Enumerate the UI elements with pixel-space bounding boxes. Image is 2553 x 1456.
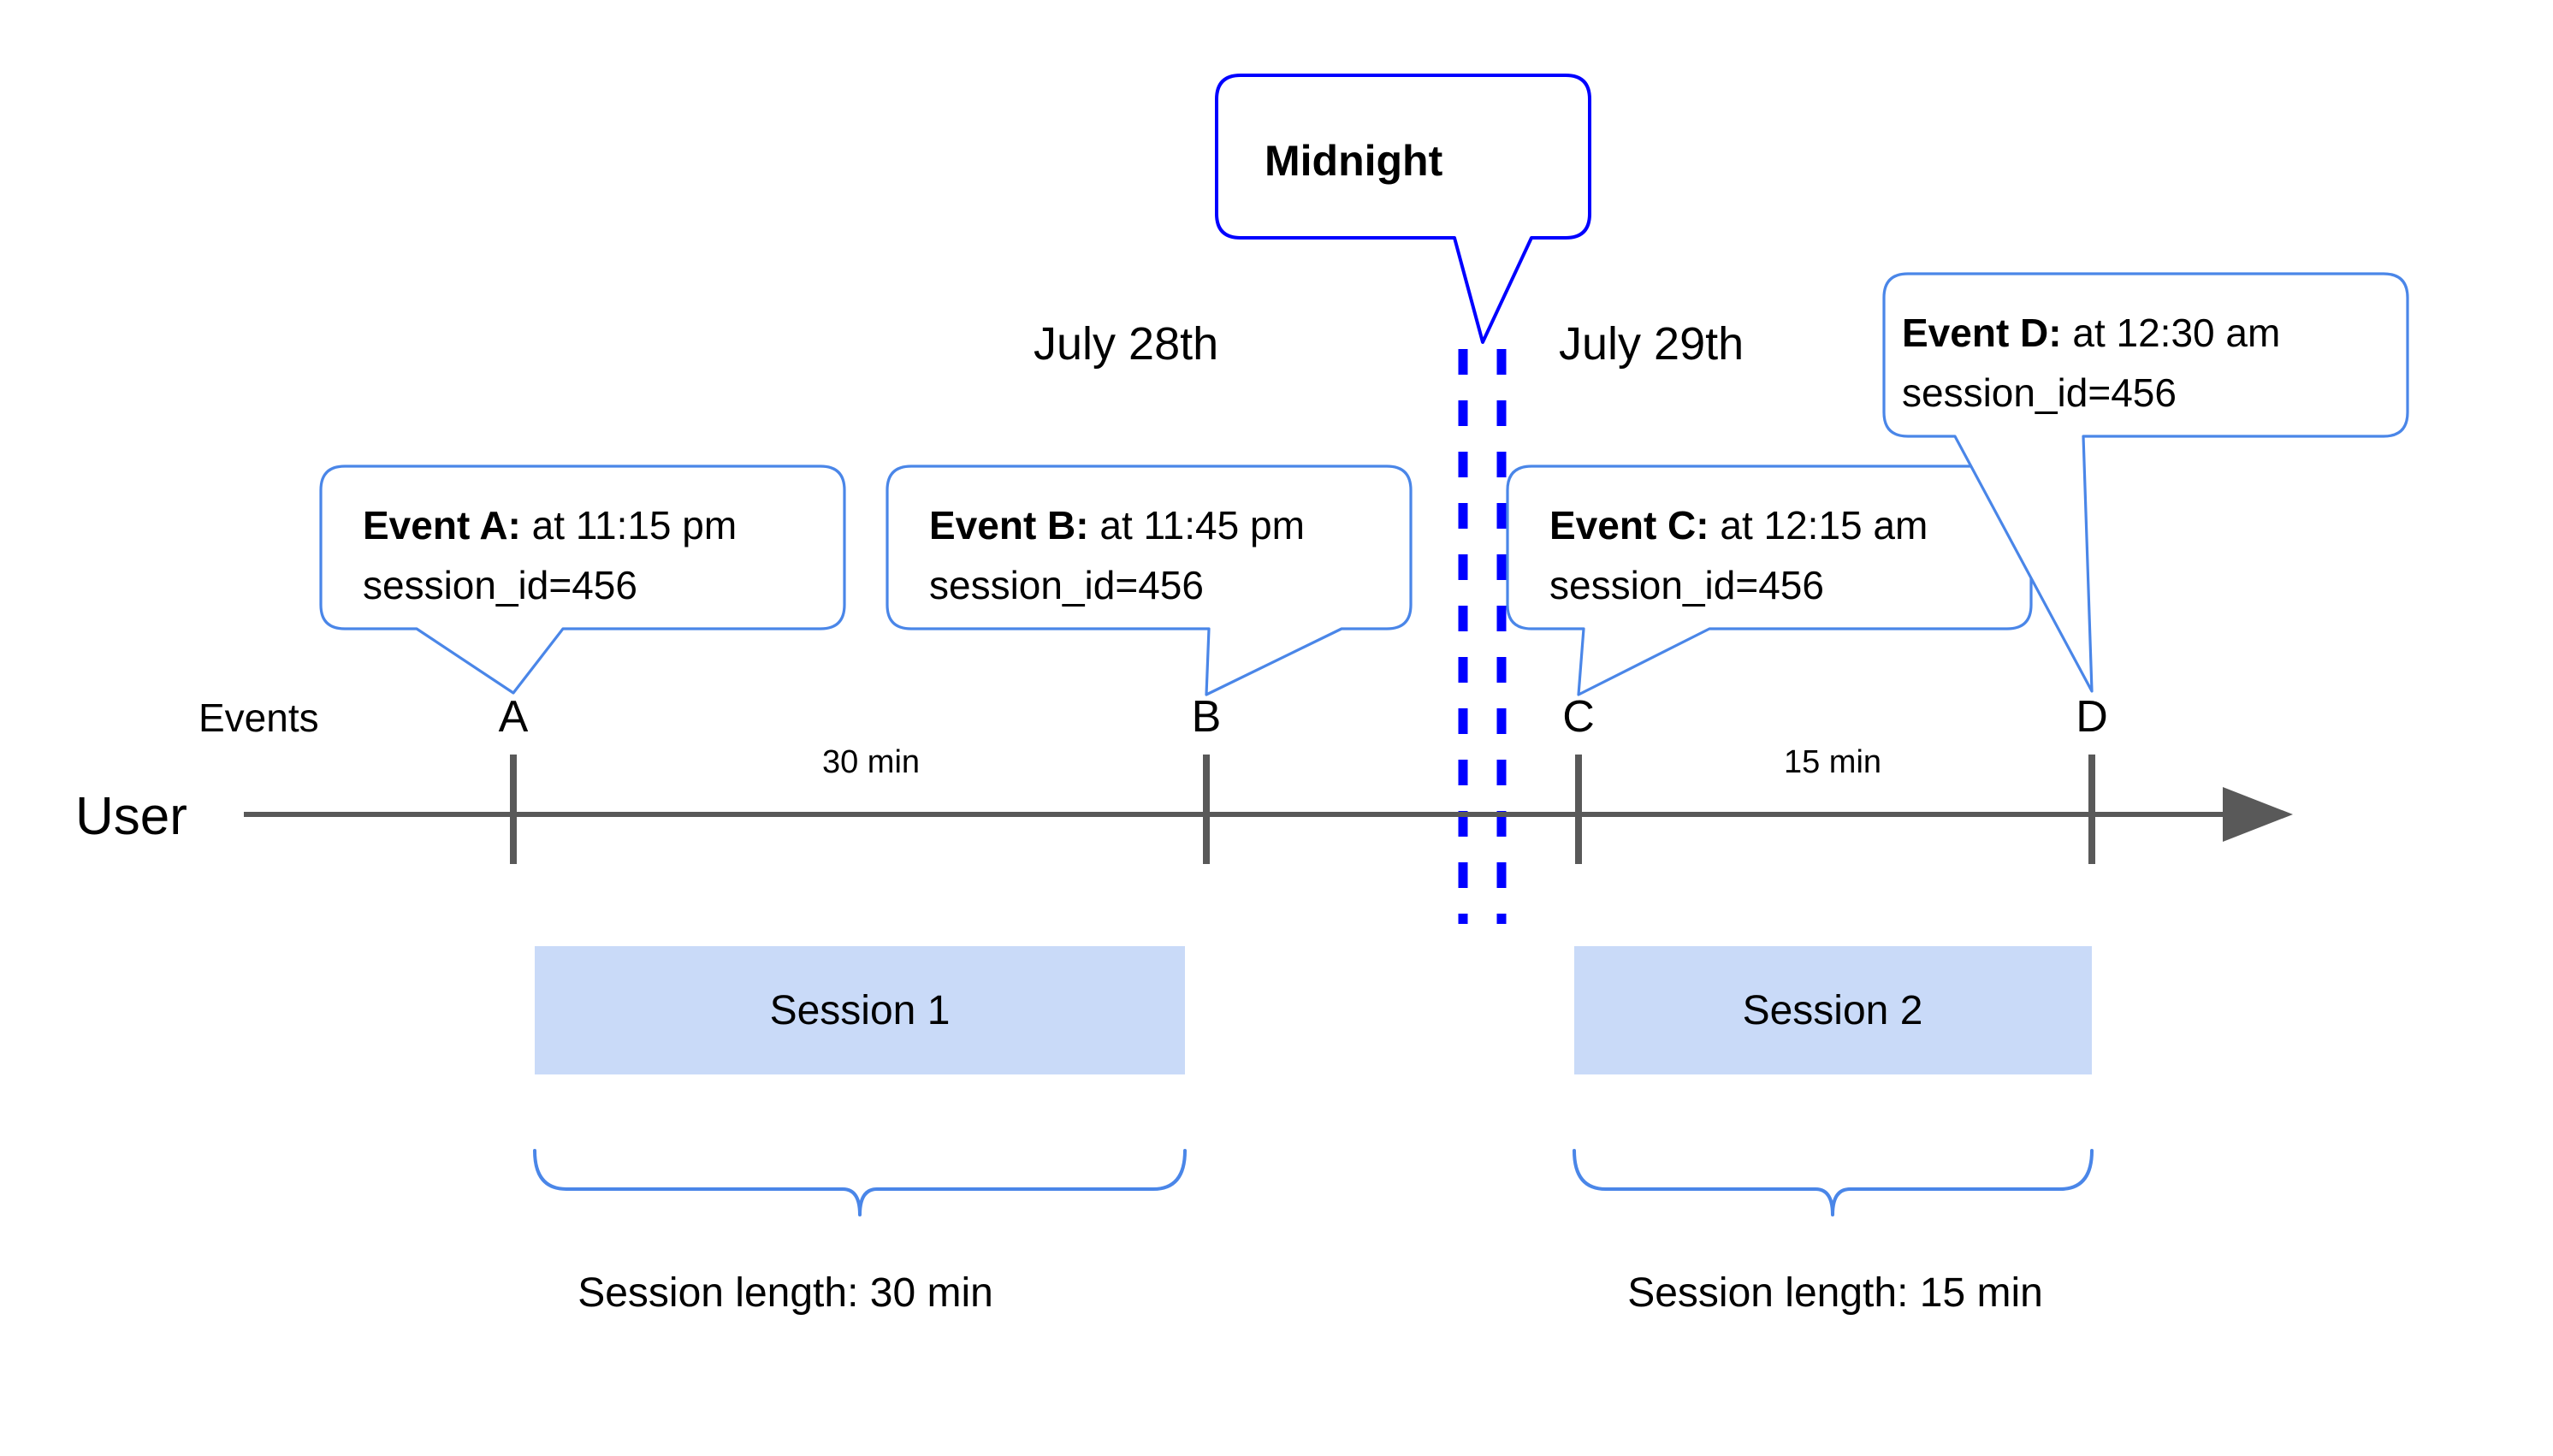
session-brace-2 bbox=[1573, 1149, 2094, 1216]
session-brace-1 bbox=[533, 1149, 1187, 1216]
event-a-detail: at 11:15 pm bbox=[521, 503, 737, 547]
event-b-bold: Event B: bbox=[929, 503, 1089, 547]
midnight-divider-lines bbox=[1458, 349, 1507, 924]
session-brace-1-path bbox=[533, 1149, 1187, 1216]
event-b-session-id: session_id=456 bbox=[929, 563, 1204, 607]
event-marker-d: D bbox=[2076, 692, 2108, 742]
events-row-label: Events bbox=[198, 695, 319, 740]
session-length-label-2: Session length: 15 min bbox=[1627, 1270, 2043, 1316]
duration-label-1: 30 min bbox=[822, 744, 920, 780]
event-callout-b-line1: Event B: at 11:45 pm bbox=[929, 503, 1305, 547]
event-marker-b: B bbox=[1192, 692, 1222, 742]
event-c-session-id: session_id=456 bbox=[1549, 563, 1824, 607]
date-label-left: July 28th bbox=[1034, 318, 1218, 370]
event-marker-a: A bbox=[499, 692, 529, 742]
midnight-callout: Midnight bbox=[1215, 74, 1591, 344]
session-bar-2-label: Session 2 bbox=[1743, 988, 1923, 1033]
event-callout-b-shape bbox=[886, 465, 1413, 696]
event-callout-c[interactable]: Event C: at 12:15 am session_id=456 bbox=[1506, 465, 2033, 696]
session-bar-1-rect bbox=[535, 946, 1185, 1074]
event-callout-d-shape bbox=[1882, 272, 2409, 693]
session-bar-1[interactable]: Session 1 bbox=[535, 946, 1185, 1074]
event-c-detail: at 12:15 am bbox=[1709, 503, 1928, 547]
timeline-arrow-icon bbox=[2223, 787, 2293, 842]
event-callout-a-shape bbox=[319, 465, 846, 695]
session-bar-2-rect bbox=[1574, 946, 2092, 1074]
session-brace-2-path bbox=[1573, 1149, 2094, 1216]
timeline-ticks bbox=[510, 755, 2095, 864]
event-d-bold: Event D: bbox=[1902, 311, 2062, 355]
event-d-session-id: session_id=456 bbox=[1902, 370, 2177, 415]
event-marker-c: C bbox=[1562, 692, 1595, 742]
event-callout-d[interactable]: Event D: at 12:30 am session_id=456 bbox=[1882, 272, 2409, 693]
session-length-label-1: Session length: 30 min bbox=[578, 1270, 993, 1316]
event-d-detail: at 12:30 am bbox=[2062, 311, 2281, 355]
duration-label-2: 15 min bbox=[1784, 744, 1881, 780]
event-callout-a[interactable]: Event A: at 11:15 pm session_id=456 bbox=[319, 465, 846, 695]
midnight-callout-shape bbox=[1215, 74, 1591, 344]
date-label-right: July 29th bbox=[1559, 318, 1744, 370]
timeline-axis bbox=[244, 787, 2293, 842]
user-axis-label: User bbox=[75, 787, 187, 846]
session-bar-1-label: Session 1 bbox=[770, 988, 951, 1033]
event-callout-b[interactable]: Event B: at 11:45 pm session_id=456 bbox=[886, 465, 1413, 696]
event-a-bold: Event A: bbox=[363, 503, 521, 547]
event-a-session-id: session_id=456 bbox=[363, 563, 637, 607]
event-b-detail: at 11:45 pm bbox=[1089, 503, 1305, 547]
session-bar-2[interactable]: Session 2 bbox=[1574, 946, 2092, 1074]
event-callout-c-line1: Event C: at 12:15 am bbox=[1549, 503, 1928, 547]
event-callout-a-line1: Event A: at 11:15 pm bbox=[363, 503, 737, 547]
midnight-label: Midnight bbox=[1265, 137, 1443, 185]
event-c-bold: Event C: bbox=[1549, 503, 1709, 547]
event-callout-d-line1: Event D: at 12:30 am bbox=[1902, 311, 2280, 355]
